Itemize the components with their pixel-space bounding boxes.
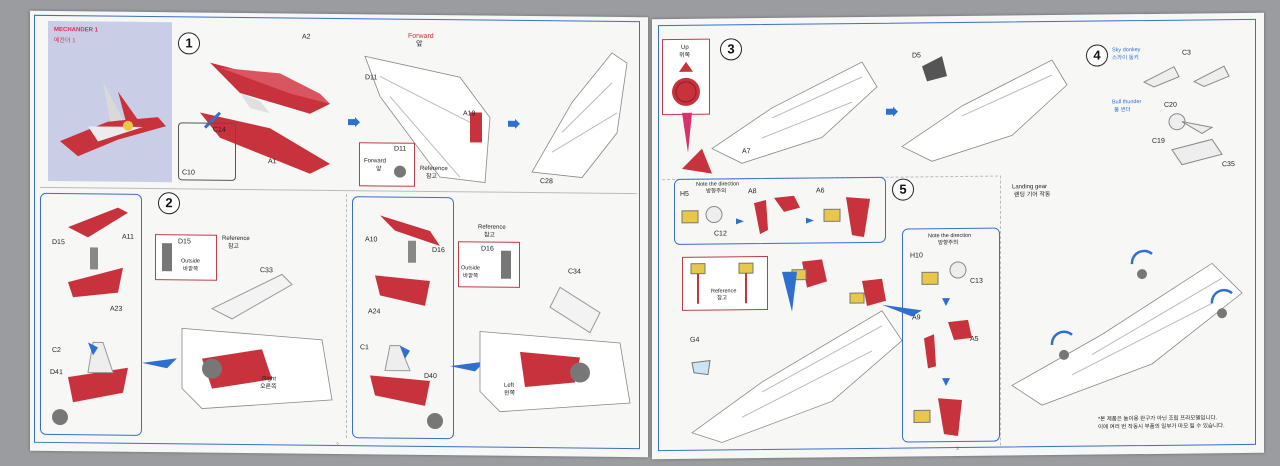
arrow-right-icon — [886, 106, 898, 117]
sky-donkey-parts-illustration — [1142, 65, 1230, 88]
footnote-line-1: *본 제품은 놀이용 완구가 아닌 조립 프라모델입니다. — [1098, 415, 1218, 423]
d15-reference-box: D15 Outside 바깥쪽 — [155, 234, 217, 281]
model-preview-image — [60, 81, 166, 157]
pointer-wedge — [682, 112, 692, 153]
step-1-result-illustration — [531, 52, 628, 178]
step-2-right-assembly-illustration — [142, 273, 333, 409]
left-page: MECHANDER 1 메칸더 1 1 A2 A1 C14 C10 Forwar… — [30, 10, 648, 458]
step-5-number: 5 — [892, 178, 914, 201]
step-2-wing-parts-right-illustration — [370, 215, 443, 430]
step-5-top-parts-illustration — [681, 195, 870, 237]
section-divider-vertical — [1000, 175, 1001, 446]
left-page-number: 2 — [336, 441, 339, 448]
landing-gear-label-kr: 랜딩 기어 작동 — [1014, 192, 1051, 199]
step-2-left-assembly-illustration — [450, 286, 631, 413]
left-page-frame — [34, 14, 640, 450]
d16-part-illustration — [501, 250, 511, 279]
arrow-right-icon — [508, 118, 520, 129]
landing-gear-illustration — [1011, 249, 1243, 406]
step-2-wing-parts-illustration — [52, 207, 128, 426]
arrow-right-icon — [348, 117, 360, 128]
step-3-nose-illustration — [682, 61, 878, 174]
footnote-line-2: 이에 여러 번 작동시 부품의 일부가 마모 될 수 있습니다. — [1098, 423, 1225, 431]
step-5-side-parts-illustration — [913, 261, 972, 436]
bull-thunder-label-en: Bull thunder — [1112, 99, 1142, 106]
part-label-c3: C3 — [1182, 49, 1191, 57]
d11-part-illustration — [394, 165, 406, 178]
right-page-number: 3 — [956, 445, 959, 453]
step-4-number: 4 — [1086, 44, 1108, 67]
bull-thunder-label-kr: 불 썬더 — [1114, 107, 1131, 114]
part-label-a7: A7 — [742, 148, 751, 156]
d16-reference-box: D16 Outside 바깥쪽 — [458, 241, 520, 288]
nose-cone-top-illustration — [672, 61, 700, 106]
model-title-panel: MECHANDER 1 메칸더 1 — [48, 20, 172, 183]
step-3-result-illustration — [901, 56, 1068, 162]
forward-reference-box: D11 Forward 앞 — [359, 142, 415, 187]
step-1-fuselage-illustration — [364, 55, 491, 183]
part-label-c20: C20 — [1164, 101, 1177, 109]
reference-box: Reference 참고 — [682, 255, 768, 311]
step-1-parts-illustration — [200, 62, 330, 174]
reference-parts-illustration — [690, 262, 754, 304]
part-label-d5: D5 — [912, 52, 921, 60]
d15-part-illustration — [162, 243, 172, 272]
right-page: Up 위쪽 3 A7 D5 4 Sky donkey 스카이 동키 C3 Bul… — [652, 12, 1264, 460]
bull-thunder-parts-illustration — [1168, 113, 1223, 166]
sky-donkey-label-kr: 스카이 동키 — [1112, 55, 1139, 62]
up-direction-box: Up 위쪽 — [662, 38, 710, 116]
step-5-main-assembly-illustration — [691, 259, 922, 443]
